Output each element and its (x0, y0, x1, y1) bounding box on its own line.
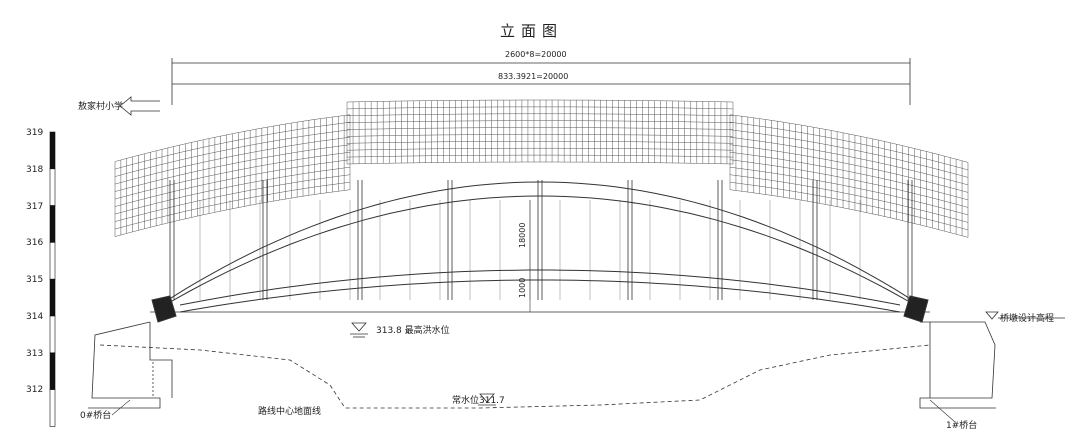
scale-segment (49, 352, 56, 390)
scale-segment (49, 131, 56, 170)
abutment-0-label: 0#桥台 (80, 411, 112, 421)
dimension-total-span: 2600*8=20000 (505, 50, 567, 59)
lower-arch-outer (179, 269, 901, 306)
abutment-1-label: 1#桥台 (946, 421, 978, 431)
deck-panels (114, 99, 969, 238)
scale-label: 318 (26, 165, 44, 175)
scale-segment (49, 389, 56, 427)
upper-arch-outer (159, 181, 921, 306)
design-level-icon (985, 311, 1065, 320)
scale-segment (49, 278, 56, 317)
route-center-label: 路线中心地面线 (258, 407, 322, 417)
dimension-rise-lower: 1000 (518, 277, 527, 298)
dimension-lines (171, 58, 911, 105)
scale-label: 313 (26, 349, 44, 359)
scale-segment (49, 242, 56, 280)
dimension-rise-upper: 18000 (518, 222, 527, 248)
scale-label: 317 (26, 202, 44, 212)
columns (169, 180, 913, 312)
design-level-label: 桥墩设计高程 (1000, 314, 1055, 324)
normal-level-icon (478, 393, 496, 406)
scale-segment (49, 315, 56, 354)
scale-label: 312 (26, 385, 44, 395)
lower-arch-inner (179, 279, 901, 313)
scale-label: 316 (26, 238, 44, 248)
elevation-scale-bar (49, 131, 56, 427)
flood-level-label: 313.8 最高洪水位 (376, 326, 450, 336)
scale-label: 319 (26, 128, 44, 138)
dimension-arch-span: 833.3921=20000 (498, 72, 569, 81)
direction-label: 敖家村小学 (78, 102, 124, 112)
scale-segment (49, 205, 56, 243)
drawing-title: 立面图 (500, 22, 564, 40)
left-skewback (151, 295, 177, 323)
flood-level-icon (350, 322, 368, 338)
scale-label: 315 (26, 275, 44, 285)
normal-level-label: 常水位311.7 (452, 396, 505, 406)
direction-arrow-icon (119, 96, 160, 116)
scale-label: 314 (26, 312, 44, 322)
leader-lines (111, 399, 956, 423)
scale-segment (49, 168, 56, 206)
ground-and-abutments (88, 321, 996, 409)
